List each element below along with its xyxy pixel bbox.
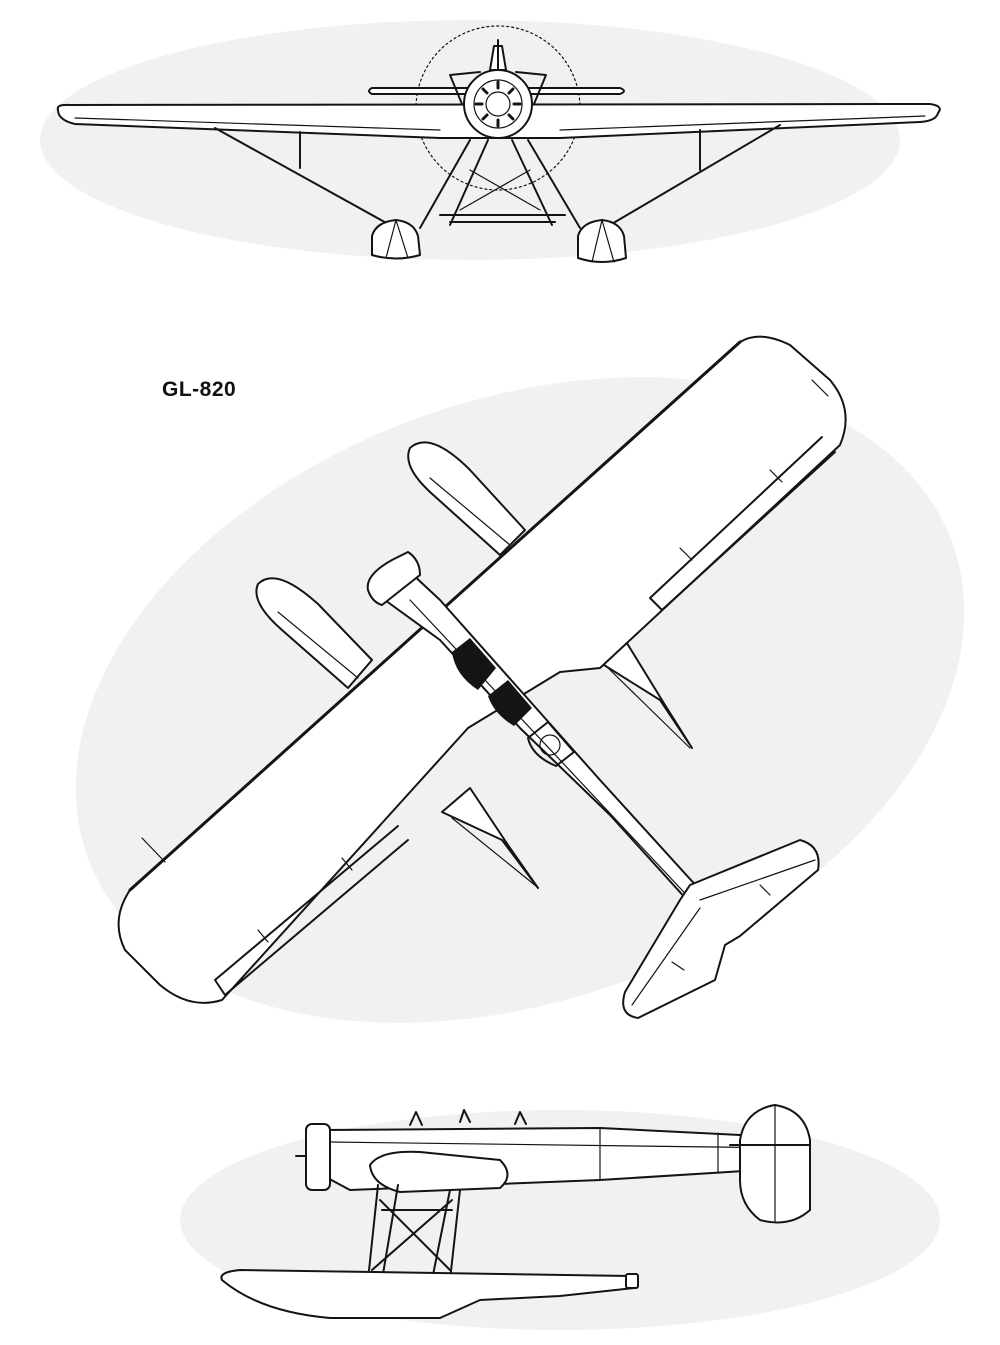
plan-aileron-right [649, 436, 836, 611]
plan-float-lower [441, 787, 539, 889]
side-engine [305, 1123, 331, 1191]
plan-float-left [255, 577, 373, 689]
plan-cockpit-rear [527, 721, 575, 767]
front-struts [214, 124, 781, 229]
side-float-struts [367, 1184, 461, 1281]
front-view [56, 25, 941, 263]
plan-cockpit-front [452, 638, 496, 690]
right-tip-float [577, 219, 627, 263]
plan-tail [622, 839, 820, 1019]
left-tip-float [371, 219, 421, 260]
plan-float-upper [407, 441, 526, 556]
plan-engine [366, 551, 421, 606]
aircraft-designation: GL-820 [162, 378, 237, 401]
side-view [220, 1104, 811, 1319]
plan-cockpit-mid [488, 680, 532, 726]
plan-aileron-left [214, 825, 409, 996]
plan-view [117, 335, 847, 1019]
